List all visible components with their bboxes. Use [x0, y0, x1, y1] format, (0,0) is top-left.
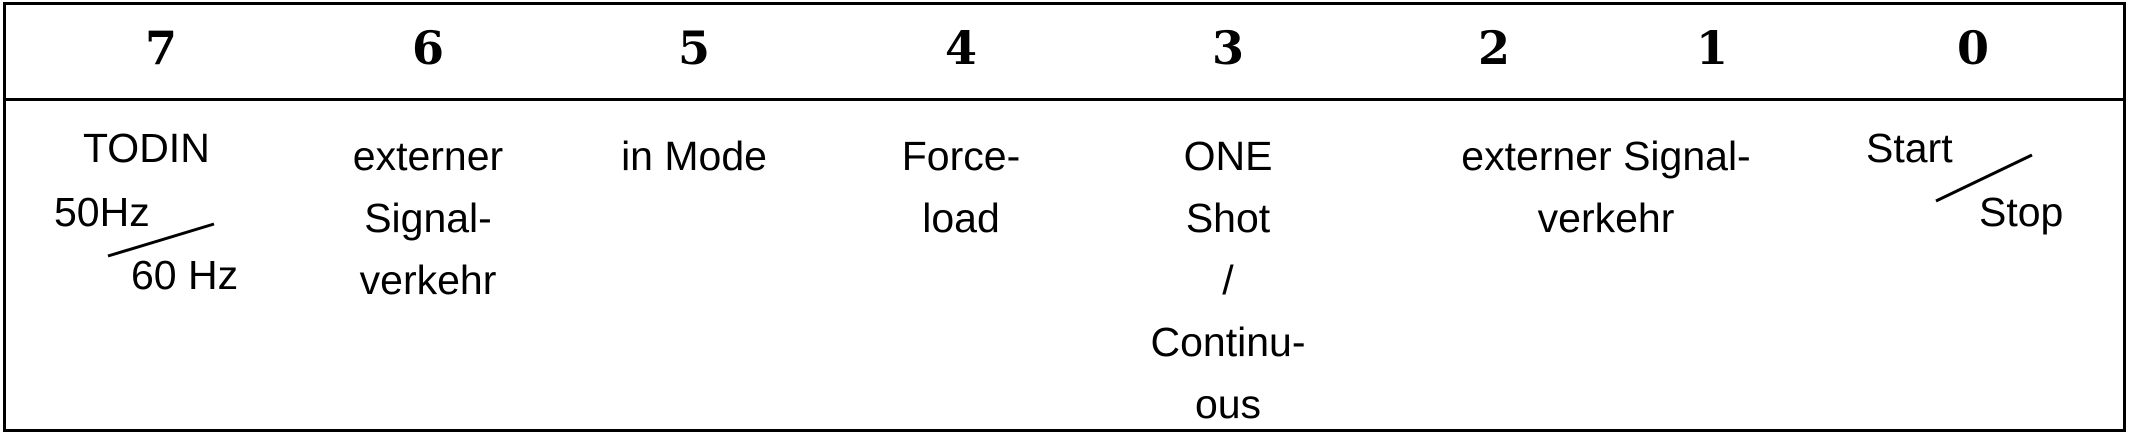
- bit-4-line-2: load: [922, 195, 1000, 241]
- bit-5-description: in Mode: [594, 125, 794, 187]
- bit-7-number: 7: [144, 21, 177, 75]
- register-table: 7 6 5 4 3 2 1 0 TODIN 50Hz 60 Hz externe…: [3, 2, 2126, 432]
- bit-number-row: 7 6 5 4 3 2 1 0: [6, 5, 2123, 101]
- bit-2-1-description: externer Signal- verkehr: [1406, 125, 1806, 249]
- bit-2-1-line-2: verkehr: [1537, 195, 1675, 241]
- start-stop-slash: [1935, 153, 2033, 203]
- bit-0-number: 0: [1956, 21, 1989, 75]
- todin-option-50hz: 50Hz: [54, 189, 150, 235]
- bit-1-number: 1: [1695, 21, 1728, 75]
- bit-3-line-4: Continu-: [1150, 319, 1306, 365]
- bit-2-number: 2: [1477, 21, 1510, 75]
- todin-label: TODIN: [83, 125, 210, 171]
- bit-5-number: 5: [677, 21, 710, 75]
- bit-4-line-1: Force-: [901, 133, 1021, 179]
- bit-3-line-2: Shot: [1185, 195, 1271, 241]
- todin-option-60hz: 60 Hz: [131, 252, 239, 298]
- bit-6-number: 6: [411, 21, 444, 75]
- bit-3-number: 3: [1211, 21, 1244, 75]
- bit-3-line-1: ONE: [1183, 133, 1273, 179]
- bit-6-description: externer Signal- verkehr: [336, 125, 520, 311]
- bit-3-line-5: ous: [1194, 381, 1262, 427]
- bit-5-line-1: in Mode: [621, 133, 767, 179]
- bit-4-number: 4: [944, 21, 977, 75]
- bit-0-option-start: Start: [1866, 125, 1953, 171]
- bit-4-description: Force- load: [881, 125, 1041, 249]
- bit-6-line-1: externer: [352, 133, 504, 179]
- bit-6-line-3: verkehr: [359, 257, 497, 303]
- bit-2-1-line-1: externer Signal-: [1461, 133, 1751, 179]
- bit-3-description: ONE Shot / Continu- ous: [1128, 125, 1328, 435]
- bit-3-line-3: /: [1222, 257, 1234, 303]
- bit-6-line-2: Signal-: [364, 195, 492, 241]
- bit-0-option-stop: Stop: [1979, 189, 2064, 235]
- todin-slash: [107, 222, 215, 258]
